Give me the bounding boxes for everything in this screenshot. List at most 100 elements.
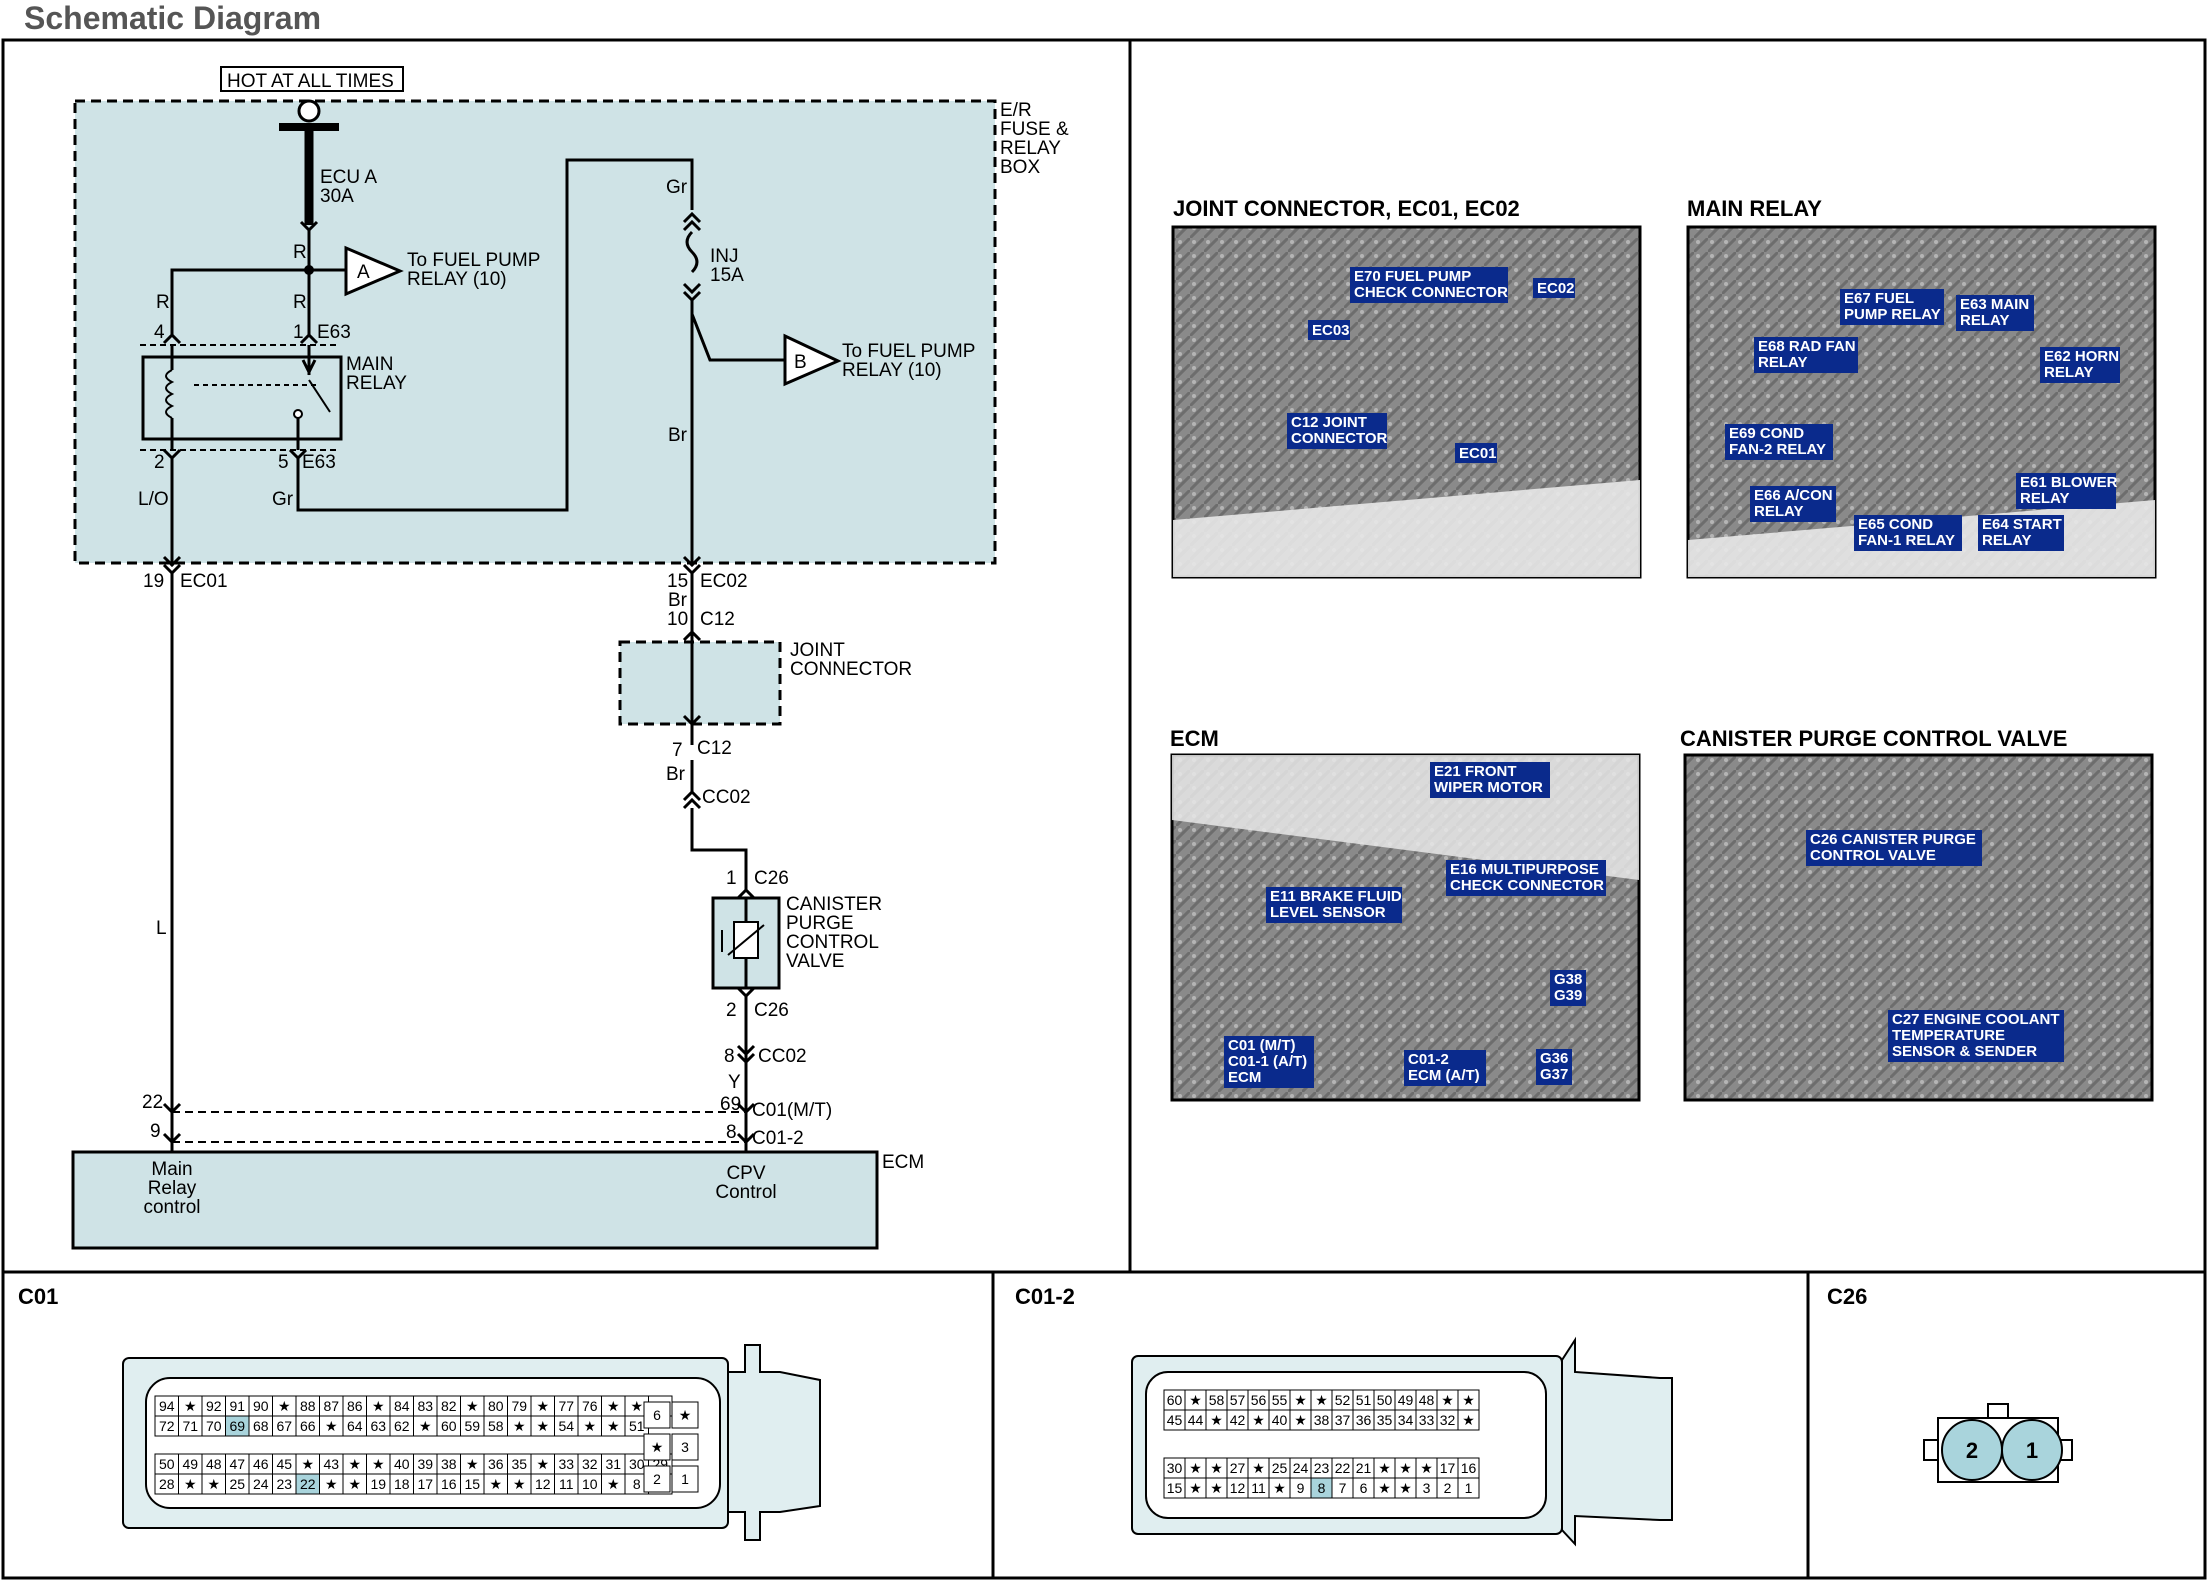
wire-r3: R <box>293 292 307 313</box>
photo-mr-label-4b: RELAY <box>2044 364 2093 381</box>
photo-mr-label-2a: E63 MAIN <box>1960 296 2029 313</box>
c01-pin-label: 60 <box>441 1418 457 1434</box>
c01-pin-label: 84 <box>394 1398 410 1414</box>
inj-fuse-label-1: INJ <box>710 246 739 267</box>
pin-2: 2 <box>154 452 165 473</box>
photo-joint-label-2: EC02 <box>1537 280 1575 297</box>
canister-label-1: CANISTER <box>786 894 882 915</box>
photo-joint-label-4a: C12 JOINT <box>1291 414 1367 431</box>
photo-mr-label-1b: PUMP RELAY <box>1844 306 1941 323</box>
c01-2-pin-label: 27 <box>1230 1460 1246 1476</box>
c01-2-pin-label: ★ <box>1273 1480 1286 1496</box>
e63-top: E63 <box>317 322 351 343</box>
wire-r2: R <box>156 292 170 313</box>
c01-pin-label: 92 <box>206 1398 222 1414</box>
photo-canister: CANISTER PURGE CONTROL VALVE C26 CANISTE… <box>1680 726 2154 1102</box>
ecm-main-relay-1: Main <box>151 1159 192 1180</box>
wire-gr-bottom: Gr <box>272 489 294 510</box>
c01-2-pin-label: 7 <box>1339 1480 1347 1496</box>
main-relay-label-2: RELAY <box>346 373 407 394</box>
c01-pin-label: 45 <box>276 1456 292 1472</box>
c01-side-pin-label: 3 <box>681 1439 689 1455</box>
c01-pin-label: 38 <box>441 1456 457 1472</box>
photo-mr-label-3b: RELAY <box>1758 354 1807 371</box>
c01-pin-label: 63 <box>370 1418 386 1434</box>
c01-2-pin-label: 32 <box>1440 1412 1456 1428</box>
ecm-main-relay-2: Relay <box>148 1178 197 1199</box>
c01-2-pin-label: 22 <box>1335 1460 1351 1476</box>
c01-pin-label: 40 <box>394 1456 410 1472</box>
c01-pin-label: ★ <box>583 1418 596 1434</box>
c01-pin-label: ★ <box>325 1476 338 1492</box>
photo-mr-label-5a: E69 COND <box>1729 425 1804 442</box>
c01-2-pin-label: 40 <box>1272 1412 1288 1428</box>
marker-b-triangle <box>783 333 842 387</box>
to-fuel-pump-b-2: RELAY (10) <box>842 360 942 381</box>
photo-mr-label-9b: RELAY <box>1982 532 2031 549</box>
pin-1: 1 <box>293 322 304 343</box>
c01-2-latch <box>1561 1336 1673 1547</box>
c01-2-pin-label: 35 <box>1377 1412 1393 1428</box>
connector-c26: C26 2 1 <box>1827 1284 2073 1483</box>
c01-2-pin-label: 9 <box>1297 1480 1305 1496</box>
photo-ecm-label-1a: E21 FRONT <box>1434 763 1517 780</box>
c01-side-pin <box>643 1401 671 1429</box>
pin-7: 7 <box>672 740 683 761</box>
c01-2-label: C01-2 <box>752 1128 804 1149</box>
c01-2-pin-label: ★ <box>1294 1392 1307 1408</box>
c01-2-pin-label: ★ <box>1462 1392 1475 1408</box>
c01-pin-label: 82 <box>441 1398 457 1414</box>
c01-pin-label: 58 <box>488 1418 504 1434</box>
c01-2-pin-label: 1 <box>1465 1480 1473 1496</box>
pin-4: 4 <box>154 322 165 343</box>
c01-2-pin-label: 6 <box>1360 1480 1368 1496</box>
c01-2-pin-label: 21 <box>1356 1460 1372 1476</box>
c01-2-pin-label: ★ <box>1210 1480 1223 1496</box>
c01-2-pin-label: 57 <box>1230 1392 1246 1408</box>
photo-main-relay: MAIN RELAY E67 FUEL PUMP RELAY E63 MAIN … <box>1686 196 2157 579</box>
schematic: HOT AT ALL TIMES E/R FUSE & RELAY BOX EC… <box>71 66 1069 1250</box>
c01-2-pin-label: ★ <box>1252 1460 1265 1476</box>
c01-2-pin-label: ★ <box>1378 1480 1391 1496</box>
hot-at-all-times-box <box>220 66 404 92</box>
c01-pin-label: 80 <box>488 1398 504 1414</box>
c01-pin-label: 30 <box>629 1456 645 1472</box>
c01-2-pin-label: 15 <box>1167 1480 1183 1496</box>
c01-pin-label: 50 <box>159 1456 175 1472</box>
to-fuel-pump-a-1: To FUEL PUMP <box>407 250 540 271</box>
fuse-box-label-2: FUSE & <box>1000 119 1069 140</box>
fuse-box-label-1: E/R <box>1000 100 1032 121</box>
cc02-top-label: CC02 <box>702 787 751 808</box>
c26-top-label: C26 <box>754 868 789 889</box>
c01-pin-label: 94 <box>159 1398 175 1414</box>
joint-connector-label-1: JOINT <box>790 640 845 661</box>
c01-2-pin-label: 56 <box>1251 1392 1267 1408</box>
c01-pin-label: 25 <box>229 1476 245 1492</box>
c01-side-pin-label: 6 <box>653 1407 661 1423</box>
c01-2-pin-label: ★ <box>1420 1460 1433 1476</box>
photo-ecm-title: ECM <box>1170 726 1219 751</box>
photo-can-label-2a: C27 ENGINE COOLANT <box>1892 1011 2060 1028</box>
c01-pin-label: 28 <box>159 1476 175 1492</box>
c01-title: C01 <box>18 1284 58 1309</box>
c01-2-pin-label: ★ <box>1189 1392 1202 1408</box>
photo-canister-title: CANISTER PURGE CONTROL VALVE <box>1680 726 2067 751</box>
cc02-bottom-label: CC02 <box>758 1046 807 1067</box>
ecm-box <box>71 1150 879 1250</box>
photo-ecm-label-5c: ECM <box>1228 1069 1261 1086</box>
photo-ecm-label-2b: CHECK CONNECTOR <box>1450 877 1604 894</box>
c01-pin-label: 35 <box>511 1456 527 1472</box>
photo-joint-label-1b: CHECK CONNECTOR <box>1354 284 1508 301</box>
c01-pin-label: 48 <box>206 1456 222 1472</box>
photo-ecm-label-5a: C01 (M/T) <box>1228 1037 1296 1054</box>
c26-pin-1 <box>2001 1419 2063 1481</box>
fuse-box-label-4: BOX <box>1000 157 1040 178</box>
c01-2-pin-label: 8 <box>1318 1480 1326 1496</box>
pin-9: 9 <box>150 1121 161 1142</box>
c01-2-pin-label: 16 <box>1461 1460 1477 1476</box>
c01-2-pin-label: ★ <box>1210 1412 1223 1428</box>
c01-2-pin-label: 3 <box>1423 1480 1431 1496</box>
canister-label-2: PURGE <box>786 913 854 934</box>
photo-ecm-label-3b: LEVEL SENSOR <box>1270 904 1386 921</box>
